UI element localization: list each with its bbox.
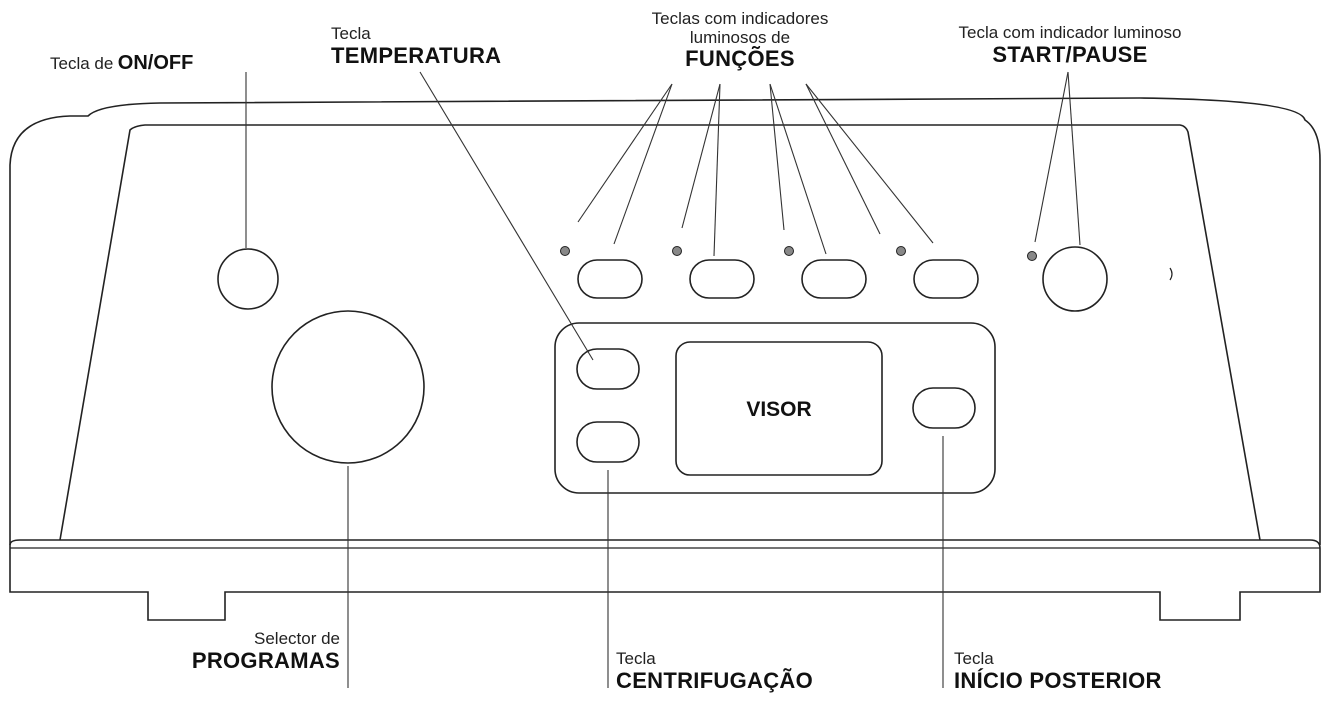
function-led-3 [784,246,794,256]
label-programas-bold: PROGRAMAS [191,647,340,673]
function-leds [560,246,906,256]
label-start-pause-line1: Tecla com indicador luminoso [958,23,1182,42]
label-inicio-posterior-line1: Tecla [954,649,994,668]
spin-button[interactable] [576,421,640,463]
delay-start-button[interactable] [912,387,976,429]
function-button-3[interactable] [801,259,867,299]
function-led-2 [672,246,682,256]
function-led-1 [560,246,570,256]
function-button-4[interactable] [913,259,979,299]
label-on-off-bold: ON/OFF [117,52,194,74]
label-start-pause-bold: START/PAUSE [992,41,1148,67]
start-pause-led [1027,251,1037,261]
temperature-button[interactable] [576,348,640,390]
visor-screen [675,341,883,476]
function-button-1[interactable] [577,259,643,299]
label-inicio-posterior: Tecla INÍCIO POSTERIOR [954,649,1162,693]
label-on-off: Tecla de ON/OFF [50,52,193,74]
program-selector-knob[interactable] [271,310,425,464]
label-on-off-prefix: Tecla de [50,54,114,73]
on-off-button[interactable] [217,248,279,310]
label-inicio-posterior-bold: INÍCIO POSTERIOR [954,667,1162,693]
label-funcoes: Teclas com indicadores luminosos de FUNÇ… [600,9,880,72]
leader-lines [245,71,1081,688]
bottom-strip [9,539,1321,621]
label-centrifugacao-bold: CENTRIFUGAÇÃO [616,667,814,693]
function-buttons [577,259,979,299]
label-temperatura: Tecla TEMPERATURA [331,24,502,68]
label-funcoes-line1: Teclas com indicadores [651,9,829,28]
label-funcoes-line2: luminosos de [689,27,791,47]
label-temperatura-line1: Tecla [331,24,371,43]
label-funcoes-bold: FUNÇÕES [685,46,795,72]
visor-label: VISOR [746,398,812,421]
label-centrifugacao-line1: Tecla [616,649,656,668]
label-programas-line1: Selector de [254,629,340,648]
label-start-pause: Tecla com indicador luminoso START/PAUSE [920,23,1220,67]
label-centrifugacao: Tecla CENTRIFUGAÇÃO [616,649,814,693]
start-pause-button[interactable] [1042,246,1108,312]
function-led-4 [896,246,906,256]
housing-outline [9,97,1321,545]
label-programas: Selector de PROGRAMAS [150,629,340,673]
label-temperatura-bold: TEMPERATURA [331,42,502,68]
panel-bezel [59,124,1261,541]
function-button-2[interactable] [689,259,755,299]
